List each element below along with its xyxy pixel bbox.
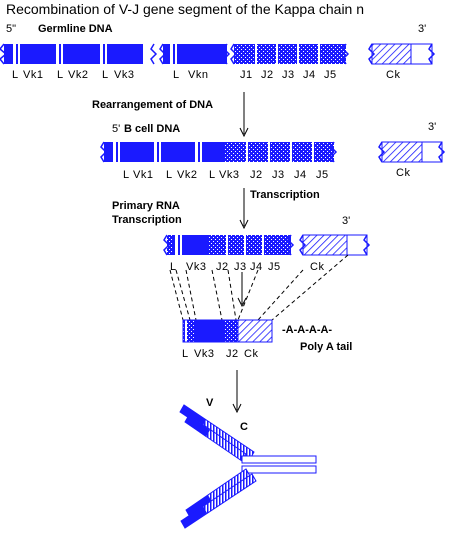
bc-j4: J4	[294, 169, 307, 181]
bcell-five-prime: 5'	[112, 123, 121, 135]
gl-l1: L	[12, 69, 19, 81]
bc-vk1: Vk1	[133, 169, 154, 181]
mrna-strand	[182, 319, 273, 343]
rna-j4: J4	[250, 261, 263, 273]
mrna-vk3: Vk3	[194, 348, 215, 360]
bc-j3: J3	[272, 169, 285, 181]
gl-vk3: Vk3	[114, 69, 135, 81]
bc-j2: J2	[250, 169, 263, 181]
bcell-three-prime: 3'	[428, 121, 437, 133]
bc-ck: Ck	[396, 167, 411, 179]
bc-l2: L	[166, 169, 173, 181]
gl-vk2: Vk2	[68, 69, 89, 81]
mrna-j2: J2	[226, 348, 239, 360]
bc-l3: L	[209, 169, 216, 181]
poly-a-sequence: -A-A-A-A-	[282, 324, 333, 336]
antibody-structure	[179, 404, 317, 529]
b-cell-dna-strand	[100, 141, 446, 163]
rna-j3: J3	[234, 261, 247, 273]
gl-l3: L	[102, 69, 109, 81]
antibody-c-label: C	[240, 421, 248, 433]
germline-five-prime: 5"	[6, 23, 17, 35]
antibody-v-label: V	[206, 397, 214, 409]
gl-j5: J5	[324, 69, 337, 81]
bc-l1: L	[123, 169, 130, 181]
gl-j4: J4	[303, 69, 316, 81]
rna-l: L	[170, 261, 177, 273]
mrna-ck: Ck	[244, 348, 259, 360]
primary-rna-strand	[163, 234, 371, 256]
rna-vk3: Vk3	[186, 261, 207, 273]
rna-ck: Ck	[310, 261, 325, 273]
mrna-l: L	[182, 348, 189, 360]
germline-three-prime: 3'	[418, 23, 427, 35]
page-title: Recombination of V-J gene segment of the…	[6, 1, 365, 17]
rna-j2: J2	[216, 261, 229, 273]
gl-j1: J1	[240, 69, 253, 81]
bc-j5: J5	[316, 169, 329, 181]
gl-ck: Ck	[386, 69, 401, 81]
gl-ln: L	[173, 69, 180, 81]
rearrangement-label: Rearrangement of DNA	[92, 99, 214, 111]
primary-rna-label-line2: Transcription	[112, 214, 182, 226]
rna-j5: J5	[268, 261, 281, 273]
gl-j3: J3	[282, 69, 295, 81]
bc-vk2: Vk2	[177, 169, 198, 181]
poly-a-tail-label: Poly A tail	[300, 341, 353, 353]
primary-rna-label-line1: Primary RNA	[112, 200, 180, 212]
gl-j2: J2	[261, 69, 274, 81]
gl-l2: L	[57, 69, 64, 81]
gl-vkn: Vkn	[188, 69, 209, 81]
bcell-dna-label: B cell DNA	[124, 123, 181, 135]
rna-three-prime: 3'	[342, 215, 351, 227]
germline-dna-label: Germline DNA	[38, 23, 113, 35]
transcription-label: Transcription	[250, 189, 320, 201]
splicing-lines	[169, 254, 349, 321]
bc-vk3: Vk3	[219, 169, 240, 181]
gl-vk1: Vk1	[23, 69, 44, 81]
germline-dna-strand	[0, 43, 436, 65]
